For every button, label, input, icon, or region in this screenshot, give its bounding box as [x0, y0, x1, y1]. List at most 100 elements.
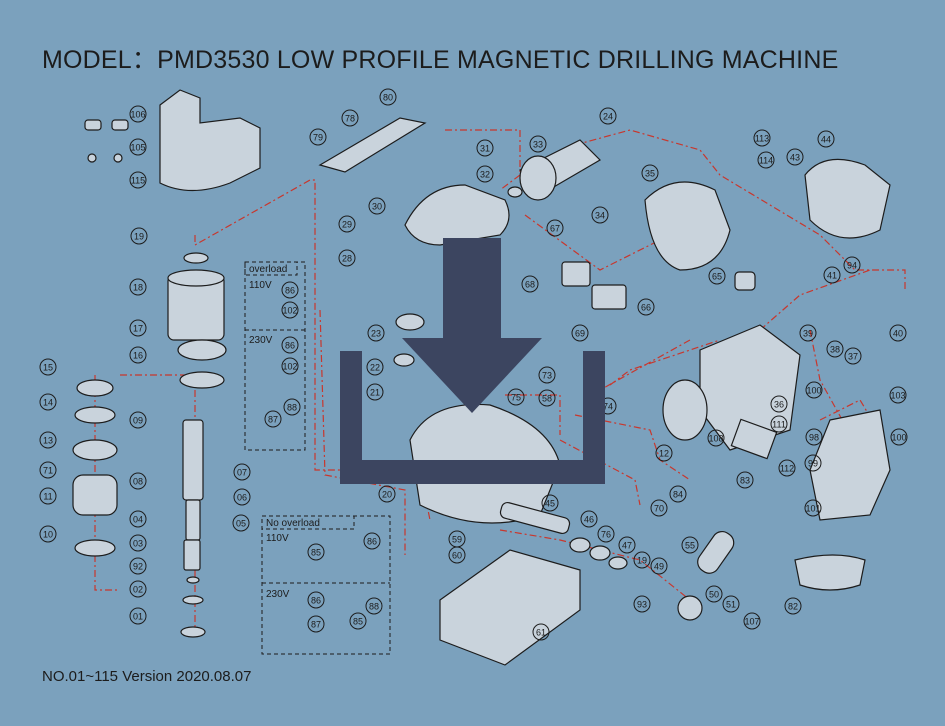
no-overload-110v-label: 110V	[266, 533, 289, 544]
callout-08: 08	[129, 472, 147, 490]
callout-number: 46	[584, 515, 594, 525]
callout-number: 59	[452, 535, 462, 545]
callout-14: 14	[39, 393, 57, 411]
callout-number: 32	[480, 170, 490, 180]
callout-circle	[521, 275, 539, 293]
callout-10: 10	[39, 525, 57, 543]
callout-circle	[476, 139, 494, 157]
callout-number: 08	[133, 477, 143, 487]
callout-number: 36	[774, 400, 784, 410]
callout-88: 88	[365, 597, 383, 615]
callout-circle	[805, 428, 823, 446]
callout-number: 43	[790, 153, 800, 163]
callout-circle	[786, 148, 804, 166]
callout-circle	[307, 543, 325, 561]
download-icon[interactable]	[340, 238, 605, 484]
callout-number: 98	[809, 433, 819, 443]
callout-49: 49	[650, 557, 668, 575]
callout-number: 65	[712, 272, 722, 282]
callout-113: 113	[753, 129, 771, 147]
callout-30: 30	[368, 197, 386, 215]
callout-number: 22	[370, 363, 380, 373]
overload-230v-label: 230V	[249, 335, 273, 346]
callout-number: 39	[803, 329, 813, 339]
callout-number: 87	[268, 415, 278, 425]
callout-circle	[129, 171, 147, 189]
callout-circle	[366, 383, 384, 401]
callout-number: 92	[133, 562, 143, 572]
callout-85: 85	[307, 543, 325, 561]
callout-circle	[538, 389, 556, 407]
callout-circle	[129, 580, 147, 598]
callout-circle	[799, 324, 817, 342]
callout-circle	[757, 151, 775, 169]
callout-number: 09	[133, 416, 143, 426]
callout-number: 23	[371, 329, 381, 339]
callout-12: 12	[655, 444, 673, 462]
callout-number: 82	[788, 602, 798, 612]
callout-18: 18	[129, 278, 147, 296]
callout-circle	[889, 324, 907, 342]
callout-number: 106	[130, 110, 145, 120]
callout-number: 79	[313, 133, 323, 143]
callout-58: 58	[538, 389, 556, 407]
callout-circle	[736, 471, 754, 489]
callout-circle	[129, 138, 147, 156]
callout-02: 02	[129, 580, 147, 598]
callout-circle	[365, 597, 383, 615]
callout-33: 33	[529, 135, 547, 153]
callout-79: 79	[309, 128, 327, 146]
callout-circle	[826, 340, 844, 358]
callout-number: 68	[525, 280, 535, 290]
callout-circle	[770, 395, 788, 413]
callout-number: 74	[603, 402, 613, 412]
callout-84: 84	[669, 485, 687, 503]
callout-number: 18	[133, 283, 143, 293]
callout-31: 31	[476, 139, 494, 157]
callout-103: 103	[889, 386, 907, 404]
callout-09: 09	[129, 411, 147, 429]
callout-number: 85	[353, 617, 363, 627]
callout-94: 94	[843, 256, 861, 274]
overload-110v-label: 110V	[249, 280, 272, 291]
callout-circle	[650, 499, 668, 517]
callout-82: 82	[784, 597, 802, 615]
callout-11: 11	[39, 487, 57, 505]
callout-102: 102	[281, 301, 299, 319]
callout-76: 76	[597, 525, 615, 543]
callout-number: 86	[285, 286, 295, 296]
callout-101: 101	[804, 499, 822, 517]
callout-15: 15	[39, 358, 57, 376]
callout-98: 98	[805, 428, 823, 446]
callout-circle	[129, 411, 147, 429]
callout-circle	[817, 130, 835, 148]
callout-circle	[571, 324, 589, 342]
callout-43: 43	[786, 148, 804, 166]
callout-number: 93	[637, 600, 647, 610]
callout-50: 50	[705, 585, 723, 603]
callout-circle	[378, 485, 396, 503]
callout-number: 37	[848, 352, 858, 362]
callout-circle	[233, 463, 251, 481]
callout-number: 85	[311, 548, 321, 558]
callout-number: 41	[827, 271, 837, 281]
callout-number: 61	[536, 628, 546, 638]
callout-circle	[823, 266, 841, 284]
callout-59: 59	[448, 530, 466, 548]
callout-number: 34	[595, 211, 605, 221]
callout-100: 100	[890, 428, 908, 446]
callout-circle	[591, 206, 609, 224]
callout-29: 29	[338, 215, 356, 233]
callout-circle	[597, 525, 615, 543]
callout-circle	[633, 551, 651, 569]
callout-69: 69	[571, 324, 589, 342]
callout-circle	[283, 398, 301, 416]
callout-number: 60	[452, 551, 462, 561]
callout-number: 101	[805, 504, 820, 514]
part-callouts: 1061051158078792433313230113114444335341…	[39, 88, 908, 641]
callout-88: 88	[283, 398, 301, 416]
callout-number: 40	[893, 329, 903, 339]
callout-16: 16	[129, 346, 147, 364]
callout-number: 19	[134, 232, 144, 242]
callout-circle	[281, 357, 299, 375]
